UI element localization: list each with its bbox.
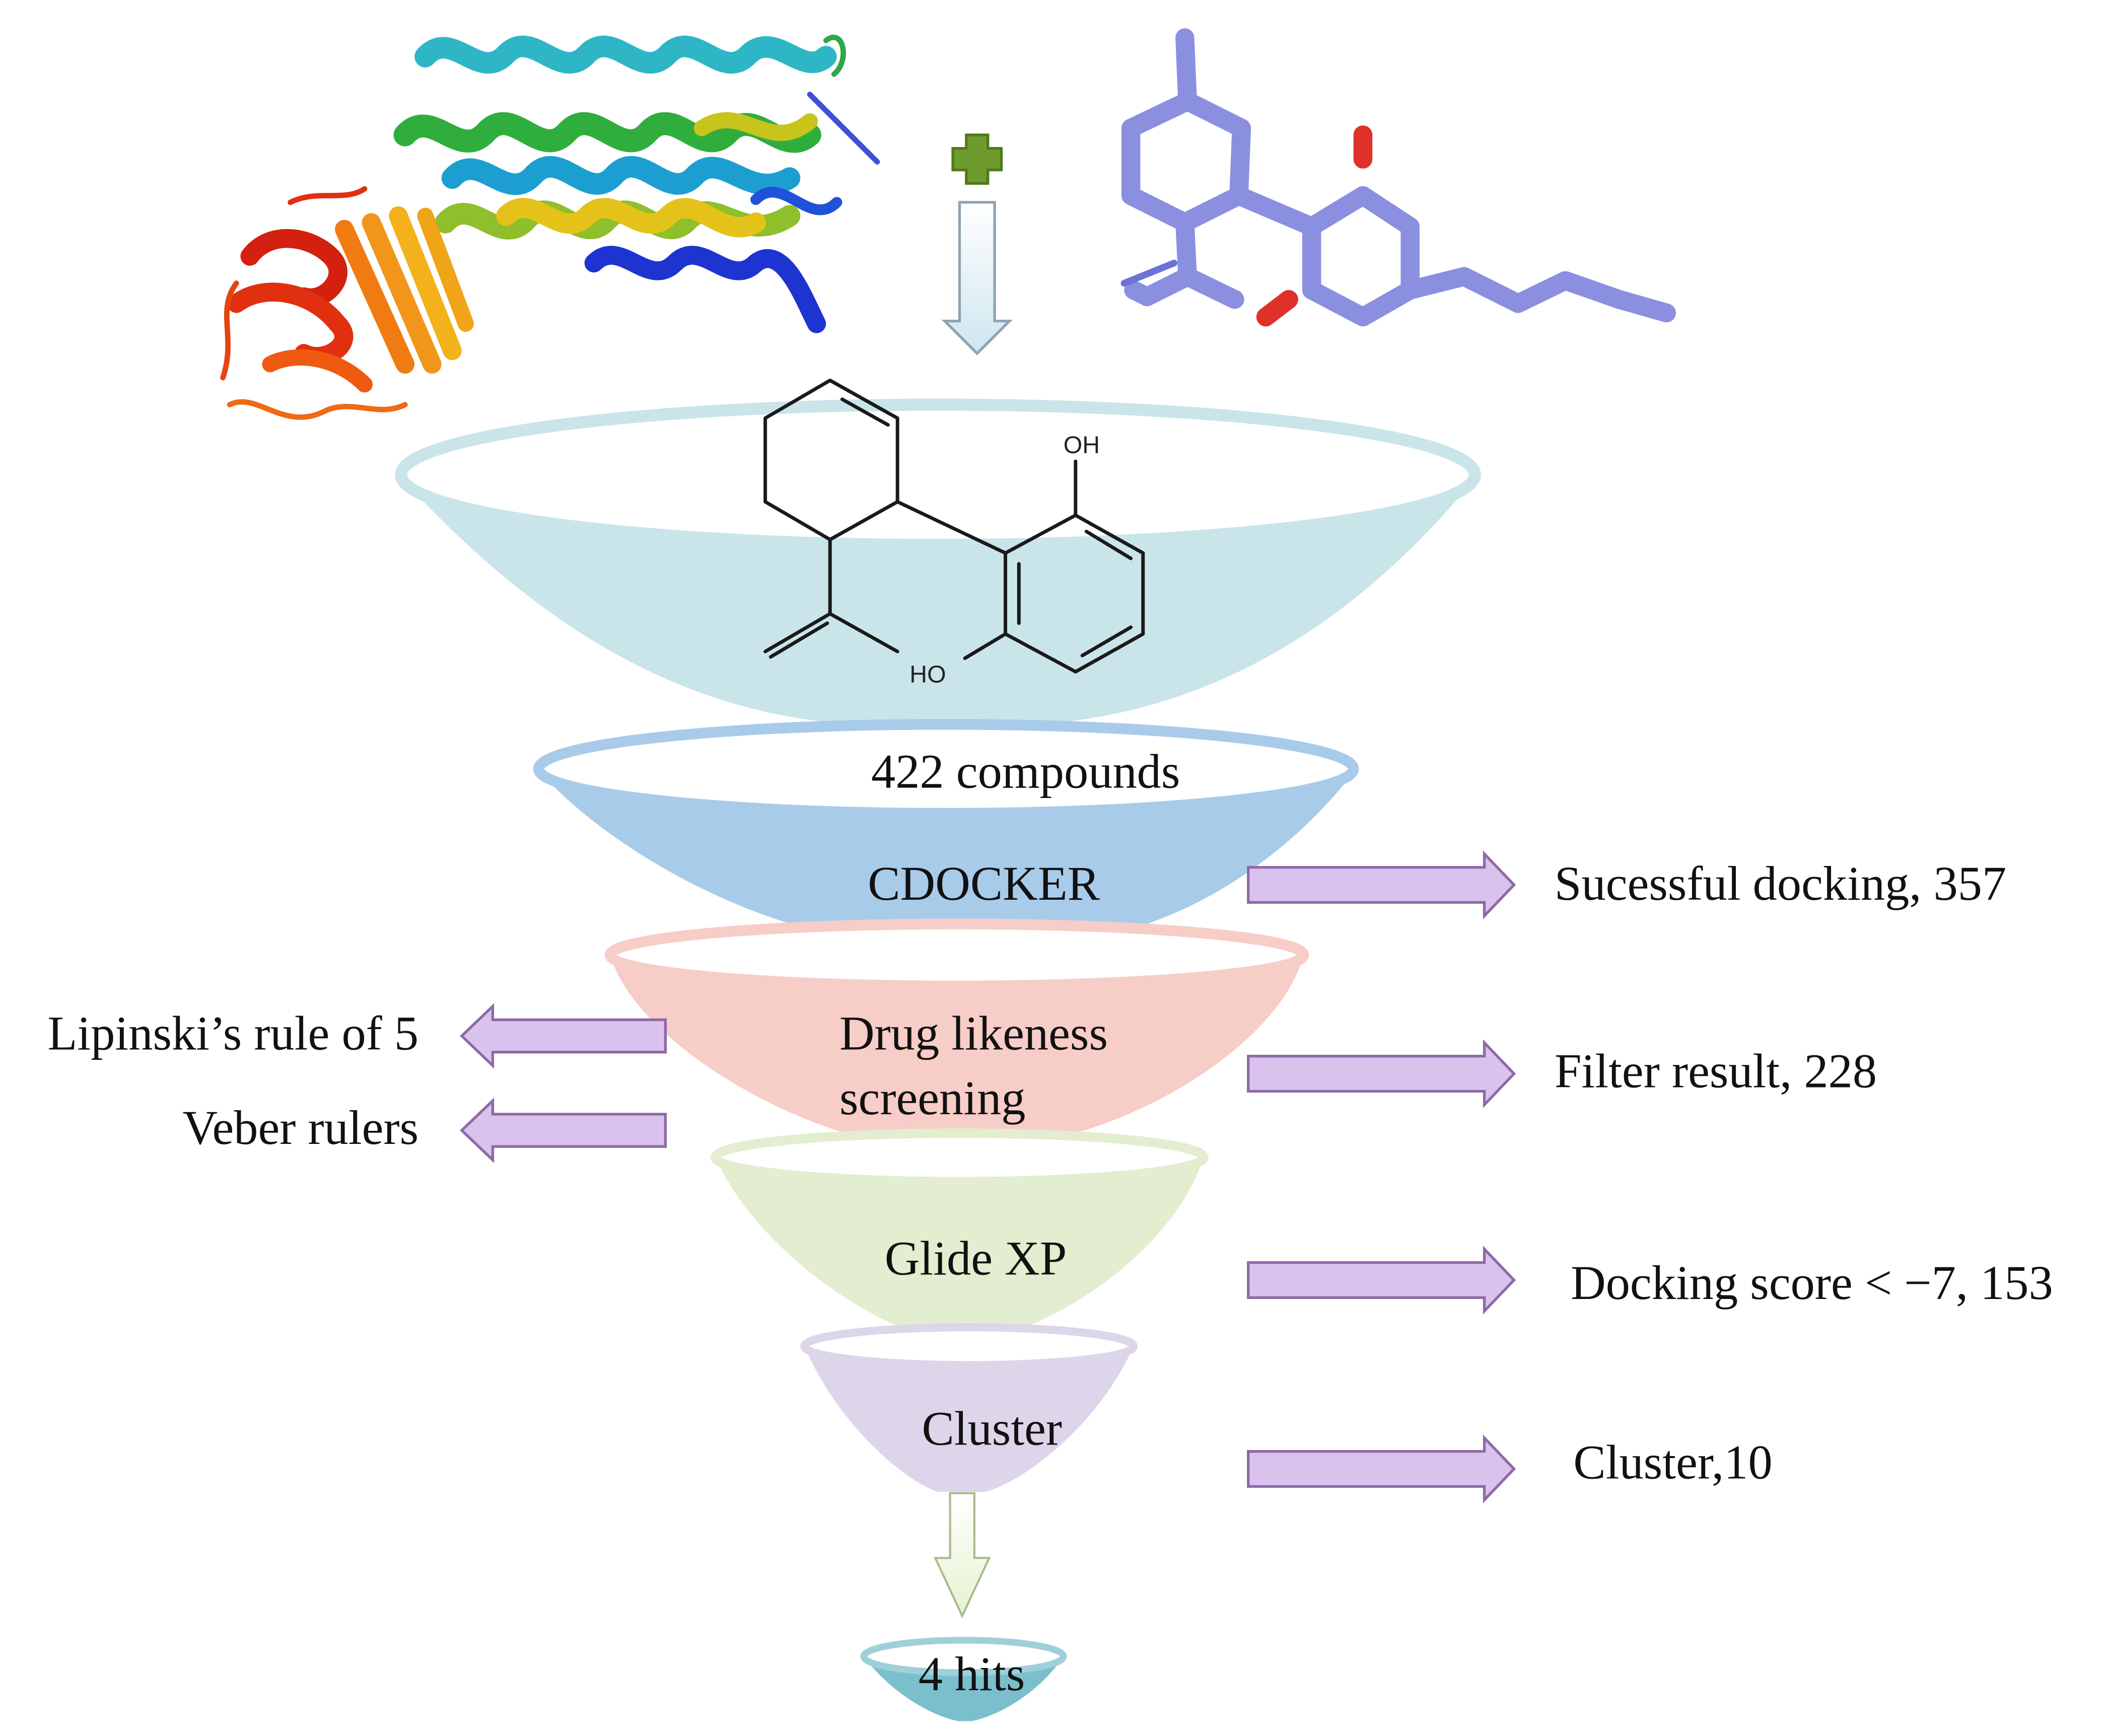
funnel-stage-6 (860, 1637, 1067, 1721)
result-cluster-text: Cluster,10 (1573, 1435, 1772, 1489)
funnel-stage-1 (395, 398, 1481, 722)
arrow-right-cluster (1247, 1434, 1516, 1503)
arrow-left-lipinski (459, 1003, 667, 1069)
cbd-structure-drawing (763, 379, 1145, 674)
stage-screening-label: screening (839, 1071, 1026, 1125)
ho-bottom-label: HO (909, 661, 946, 688)
funnel-stage-5 (800, 1323, 1138, 1492)
funnel-stage-4 (711, 1128, 1209, 1336)
result-filter-text: Filter result, 228 (1555, 1044, 1877, 1098)
stage-hits-label: 4 hits (919, 1647, 1025, 1701)
helix-bundle (393, 34, 880, 333)
funnel-stage-3 (604, 918, 1309, 1144)
result-score-text: Docking score < −7, 153 (1571, 1256, 2053, 1310)
down-arrow-to-hits (934, 1492, 991, 1619)
result-docking-text: Sucessful docking, 357 (1555, 856, 2006, 910)
arrow-right-docking (1247, 850, 1516, 919)
rule-lipinski-text: Lipinski’s rule of 5 (48, 1006, 419, 1060)
plus-icon (951, 133, 1003, 185)
stage-drug-likeness-label: Drug likeness (839, 1006, 1108, 1060)
arrow-right-filter (1247, 1039, 1516, 1108)
protein-structure-image (220, 34, 880, 420)
stage-glide-xp-label: Glide XP (885, 1232, 1067, 1285)
right-arrows (1247, 850, 1516, 1503)
stage-cdocker-label: CDOCKER (868, 856, 1100, 910)
oh-top-label: OH (1064, 431, 1100, 459)
beta-sheet-domain (220, 186, 474, 420)
arrow-right-score (1247, 1246, 1516, 1315)
down-arrow-icon (941, 201, 1013, 355)
left-arrows (459, 1003, 667, 1164)
stage-cluster-label: Cluster (922, 1401, 1062, 1455)
stage-compounds-label: 422 compounds (871, 745, 1180, 799)
funnel-stage-2 (533, 718, 1359, 942)
arrow-left-veber (459, 1097, 667, 1164)
ligand-stick-model-image (1120, 28, 1676, 327)
rule-veber-text: Veber rulers (183, 1101, 419, 1154)
